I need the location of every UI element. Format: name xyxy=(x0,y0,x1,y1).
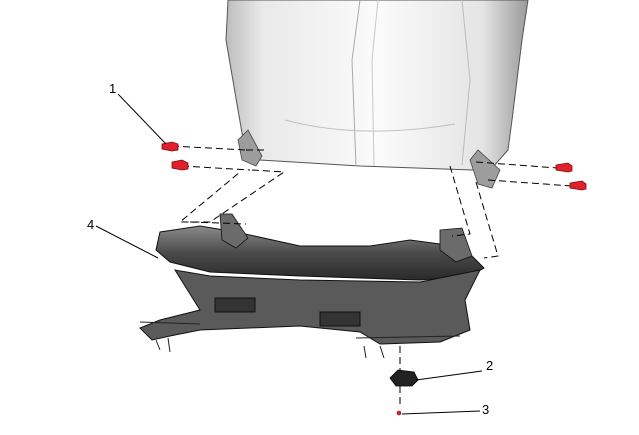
callout-leaders xyxy=(95,93,483,415)
callout-2: 2 xyxy=(486,358,493,373)
seat-cushion-icon xyxy=(225,0,529,189)
callout-3: 3 xyxy=(482,402,489,417)
fastener-icon xyxy=(396,410,402,416)
callout-1: 1 xyxy=(109,81,116,96)
seat-frame-icon xyxy=(139,213,485,359)
assembly-lines xyxy=(171,145,573,408)
callout-4: 4 xyxy=(87,217,94,232)
bracket-icon xyxy=(389,369,419,387)
bolt-icon xyxy=(161,141,587,191)
